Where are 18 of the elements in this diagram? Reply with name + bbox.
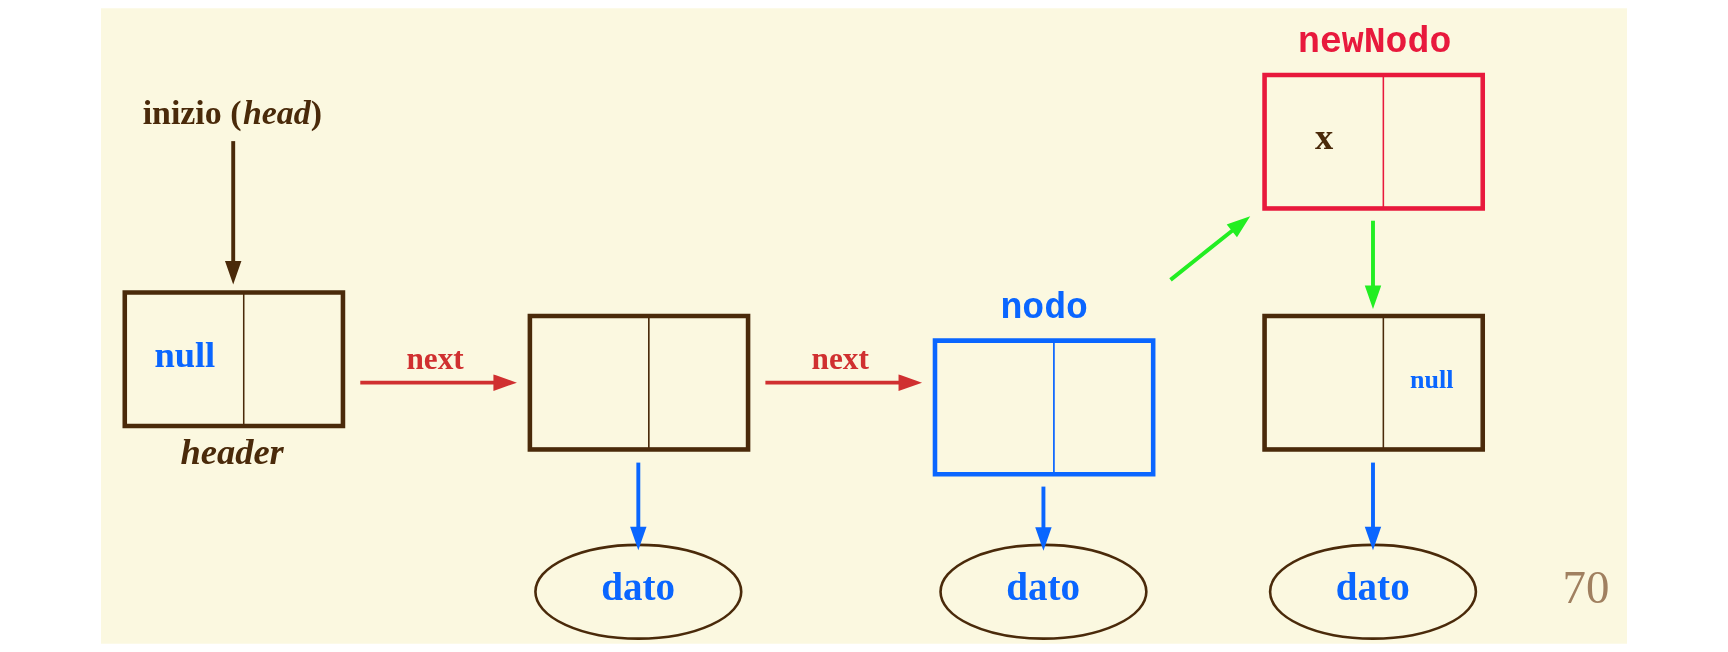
node-label: header <box>180 431 284 472</box>
arrow <box>1035 486 1052 551</box>
node-label: nodo <box>1000 288 1088 330</box>
arrow <box>360 374 517 391</box>
arrow <box>765 374 923 391</box>
node-label: newNodo <box>1298 22 1452 64</box>
edge-label: next <box>811 340 869 376</box>
arrow <box>1364 462 1382 551</box>
node-ellipse: dato <box>1268 543 1478 640</box>
arrow <box>630 462 647 551</box>
edge-label: next <box>406 340 464 376</box>
arrow <box>1169 216 1251 282</box>
node-text: inizio (head) <box>142 93 322 131</box>
arrow <box>225 141 242 285</box>
node-ellipse: dato <box>534 543 743 640</box>
arrow <box>1364 220 1382 310</box>
node-ellipse: dato <box>939 543 1148 640</box>
label: 70 <box>1562 561 1610 614</box>
